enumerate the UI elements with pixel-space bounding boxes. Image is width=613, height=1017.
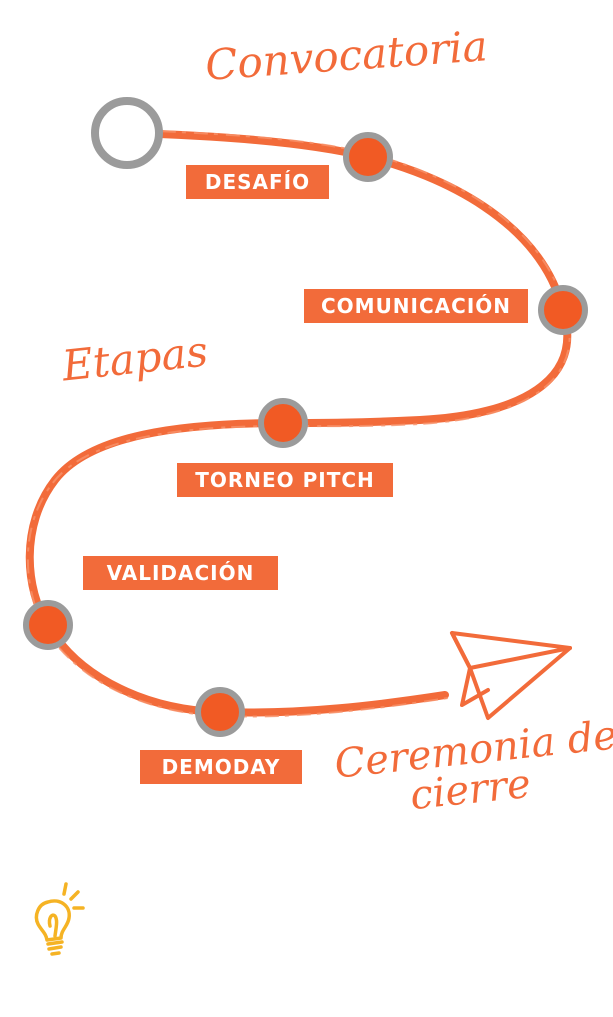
paper-plane-icon [450,631,572,720]
stage-label-desafio: DESAFÍO [186,165,329,199]
stage-label-torneo-pitch: TORNEO PITCH [177,463,393,497]
stage-node [538,285,588,335]
stage-node [23,600,73,650]
stage-label-validacion: VALIDACIÓN [83,556,278,590]
end-heading-line2: cierre [407,760,533,820]
lightbulb-icon [34,882,85,956]
stage-label-demoday: DEMODAY [140,750,302,784]
roadmap-path-texture [26,129,571,718]
start-node [91,97,163,169]
stage-node [343,132,393,182]
stage-node [258,398,308,448]
stage-node [195,687,245,737]
stage-label-comunicacion: COMUNICACIÓN [304,289,528,323]
